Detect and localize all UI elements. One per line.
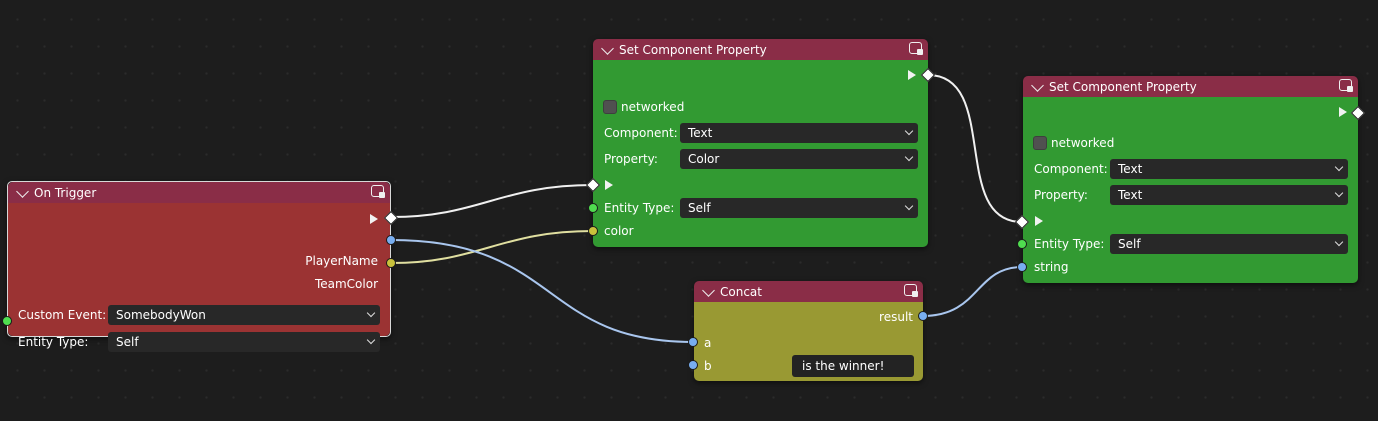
- custom-event-value: SomebodyWon: [116, 308, 206, 322]
- property-label: Property:: [604, 152, 658, 166]
- on-trigger-node[interactable]: On Trigger PlayerName TeamColor Custom E…: [7, 181, 391, 352]
- entity-type-value: Self: [116, 335, 139, 349]
- chevron-down-icon: [366, 335, 376, 345]
- color-input-label: color: [604, 224, 634, 238]
- node-preview-icon[interactable]: [904, 284, 918, 297]
- networked-label: networked: [621, 100, 685, 114]
- teamcolor-output-label: TeamColor: [314, 277, 378, 291]
- wire-trigger-to-setprop1-exec[interactable]: [390, 184, 594, 218]
- entity-type-label: Entity Type:: [604, 201, 675, 215]
- chevron-down-icon: [1334, 162, 1344, 172]
- component-label: Component:: [604, 126, 678, 140]
- playername-output-socket[interactable]: [386, 235, 396, 245]
- set-prop-2-header[interactable]: Set Component Property: [1023, 76, 1358, 98]
- b-value-field[interactable]: is the winner!: [792, 355, 914, 377]
- exec-input-arrow-icon: [1035, 216, 1043, 226]
- exec-input-arrow-icon: [605, 180, 613, 190]
- custom-event-dropdown[interactable]: SomebodyWon: [108, 305, 380, 325]
- collapse-chevron-icon[interactable]: [16, 184, 29, 198]
- entity-type-value: Self: [1118, 237, 1141, 251]
- collapse-chevron-icon[interactable]: [1031, 78, 1044, 92]
- node-preview-icon[interactable]: [371, 185, 385, 198]
- property-value: Text: [1118, 188, 1143, 202]
- component-value: Text: [688, 126, 713, 140]
- entity-type-label: Entity Type:: [1034, 237, 1105, 251]
- on-trigger-body: PlayerName TeamColor Custom Event: Someb…: [8, 203, 390, 352]
- string-input-socket[interactable]: [1017, 262, 1027, 272]
- wire-teamcolor-to-color[interactable]: [390, 230, 594, 264]
- entity-type-value: Self: [688, 201, 711, 215]
- node-title: Set Component Property: [1049, 79, 1197, 94]
- node-title: Set Component Property: [619, 42, 767, 57]
- set-component-property-node-2[interactable]: Set Component Property networked Compone…: [1023, 76, 1358, 283]
- entity-type-dropdown[interactable]: Self: [1110, 234, 1348, 254]
- set-prop-1-header[interactable]: Set Component Property: [593, 39, 928, 61]
- property-dropdown[interactable]: Text: [1110, 185, 1348, 205]
- result-output-socket[interactable]: [918, 311, 928, 321]
- concat-body: result a b is the winner!: [694, 302, 923, 381]
- entity-type-dropdown[interactable]: Self: [108, 332, 380, 352]
- a-input-socket[interactable]: [688, 337, 698, 347]
- wire-setprop1-to-setprop2-exec[interactable]: [927, 74, 1023, 223]
- property-dropdown[interactable]: Color: [680, 149, 918, 169]
- networked-checkbox[interactable]: [1033, 136, 1047, 150]
- component-dropdown[interactable]: Text: [1110, 159, 1348, 179]
- exec-output-arrow-icon: [908, 70, 916, 80]
- node-title: Concat: [720, 284, 762, 299]
- set-prop-2-entity-type-socket[interactable]: [1017, 239, 1027, 249]
- set-component-property-node-1[interactable]: Set Component Property networked Compone…: [593, 39, 928, 247]
- node-title: On Trigger: [34, 185, 97, 200]
- concat-header[interactable]: Concat: [694, 281, 923, 303]
- exec-output-arrow-icon: [1339, 107, 1347, 117]
- set-prop-1-body: networked Component: Text Property: Colo…: [593, 60, 928, 247]
- string-input-label: string: [1034, 260, 1069, 274]
- component-dropdown[interactable]: Text: [680, 123, 918, 143]
- result-output-label: result: [879, 310, 913, 324]
- custom-event-label: Custom Event:: [18, 308, 107, 322]
- chevron-down-icon: [904, 152, 914, 162]
- chevron-down-icon: [366, 308, 376, 318]
- wire-playername-to-concat-a[interactable]: [390, 239, 694, 343]
- color-input-socket[interactable]: [588, 226, 598, 236]
- teamcolor-output-socket[interactable]: [386, 258, 396, 268]
- component-value: Text: [1118, 162, 1143, 176]
- component-label: Component:: [1034, 162, 1108, 176]
- collapse-chevron-icon[interactable]: [601, 41, 614, 55]
- on-trigger-header[interactable]: On Trigger: [8, 182, 390, 204]
- set-prop-1-entity-type-socket[interactable]: [588, 203, 598, 213]
- b-input-socket[interactable]: [688, 360, 698, 370]
- property-label: Property:: [1034, 188, 1088, 202]
- entity-type-input-socket[interactable]: [2, 316, 12, 326]
- collapse-chevron-icon[interactable]: [702, 283, 715, 297]
- b-input-label: b: [704, 359, 712, 373]
- exec-output-arrow-icon: [370, 214, 378, 224]
- playername-output-label: PlayerName: [305, 254, 378, 268]
- entity-type-label: Entity Type:: [18, 335, 89, 349]
- property-value: Color: [688, 152, 720, 166]
- chevron-down-icon: [904, 126, 914, 136]
- set-prop-2-body: networked Component: Text Property: Text…: [1023, 97, 1358, 283]
- concat-node[interactable]: Concat result a b is the winner!: [694, 281, 923, 381]
- chevron-down-icon: [1334, 237, 1344, 247]
- networked-label: networked: [1051, 136, 1115, 150]
- a-input-label: a: [704, 336, 712, 350]
- entity-type-dropdown[interactable]: Self: [680, 198, 918, 218]
- node-preview-icon[interactable]: [1339, 79, 1353, 92]
- chevron-down-icon: [904, 201, 914, 211]
- node-preview-icon[interactable]: [909, 42, 923, 55]
- wire-result-to-string[interactable]: [922, 266, 1023, 317]
- chevron-down-icon: [1334, 188, 1344, 198]
- networked-checkbox[interactable]: [603, 100, 617, 114]
- b-value-text: is the winner!: [802, 359, 885, 373]
